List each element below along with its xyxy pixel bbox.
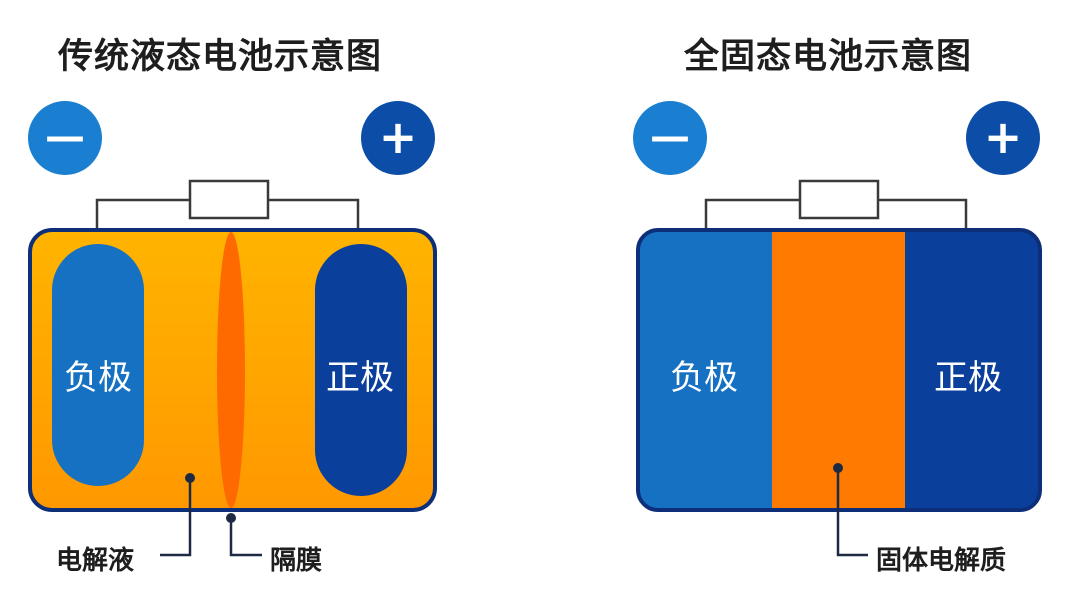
left-anode-label: 负极 xyxy=(64,358,132,398)
right-anode-label: 负极 xyxy=(670,358,738,398)
left-resistor xyxy=(188,179,270,220)
right-positive-terminal xyxy=(966,101,1040,175)
left-anode xyxy=(52,244,144,486)
right-title: 全固态电池示意图 xyxy=(684,37,973,77)
right-circuit-wire xyxy=(704,198,968,230)
right-cathode-label: 正极 xyxy=(934,358,1002,398)
solid-electrolyte-label: 固体电解质 xyxy=(876,546,1007,576)
separator-label: 隔膜 xyxy=(270,546,323,576)
right-negative-terminal xyxy=(633,101,707,175)
left-cathode-label: 正极 xyxy=(326,358,394,398)
electrolyte-pointer-line xyxy=(160,478,192,557)
solid-electrolyte-pointer-line xyxy=(836,468,868,557)
right-positive-sign: + xyxy=(983,110,1023,164)
separator-pointer-line xyxy=(229,518,262,557)
left-negative-sign: — xyxy=(45,114,85,160)
right-cathode xyxy=(905,230,1040,510)
left-circuit-wire xyxy=(95,198,360,230)
solid-battery xyxy=(633,101,1042,557)
left-separator xyxy=(217,232,245,508)
liquid-battery xyxy=(28,101,437,557)
right-resistor xyxy=(798,179,880,220)
right-negative-sign: — xyxy=(650,114,690,160)
left-positive-sign: + xyxy=(378,110,418,164)
left-negative-terminal xyxy=(28,101,102,175)
right-anode xyxy=(638,230,772,510)
left-title: 传统液态电池示意图 xyxy=(58,37,383,77)
left-cathode xyxy=(315,244,407,496)
left-positive-terminal xyxy=(361,101,435,175)
electrolyte-label: 电解液 xyxy=(56,546,135,576)
